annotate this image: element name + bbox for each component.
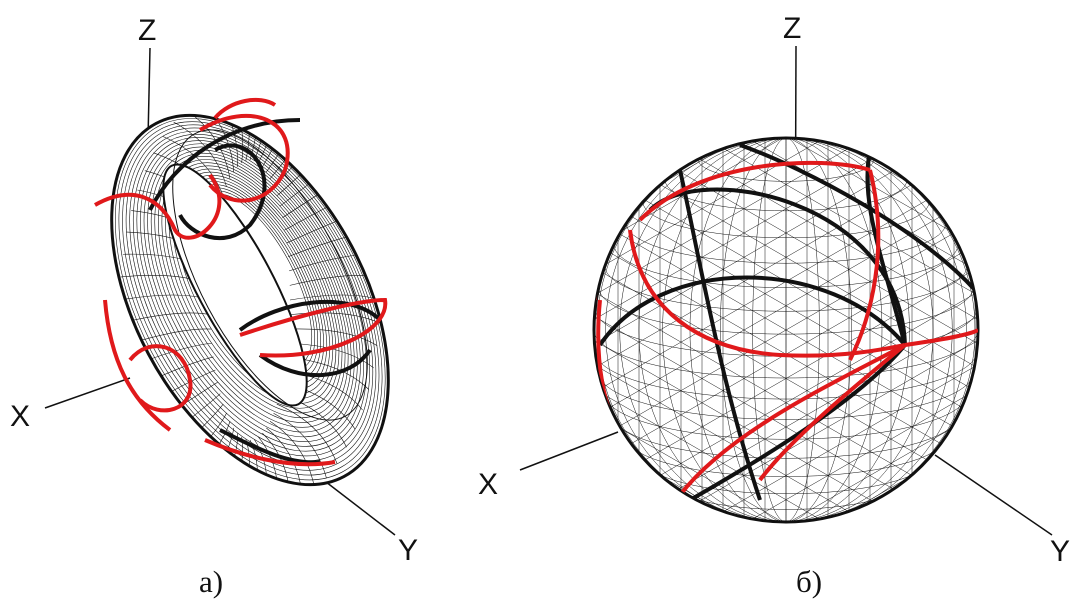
torus-z-label: Z <box>138 14 156 47</box>
torus-hole <box>162 163 308 407</box>
torus-caption: а) <box>199 564 223 599</box>
sphere-x-axis-line <box>519 431 619 471</box>
sphere-wireframe <box>592 136 980 524</box>
sphere-black-curves <box>598 143 977 502</box>
torus-x-label: X <box>10 400 30 433</box>
torus-wireframe <box>110 79 390 521</box>
torus-x-axis-line <box>44 377 131 409</box>
torus-y-label: Y <box>398 534 418 567</box>
sphere-panel <box>519 45 1053 536</box>
torus-red-curves <box>94 97 388 467</box>
sphere-y-label: Y <box>1050 535 1070 568</box>
torus-panel <box>44 47 396 536</box>
sphere-y-axis-line <box>934 454 1053 536</box>
sphere-x-label: X <box>478 468 498 501</box>
sphere-caption: б) <box>796 564 822 599</box>
sphere-z-label: Z <box>783 12 801 45</box>
